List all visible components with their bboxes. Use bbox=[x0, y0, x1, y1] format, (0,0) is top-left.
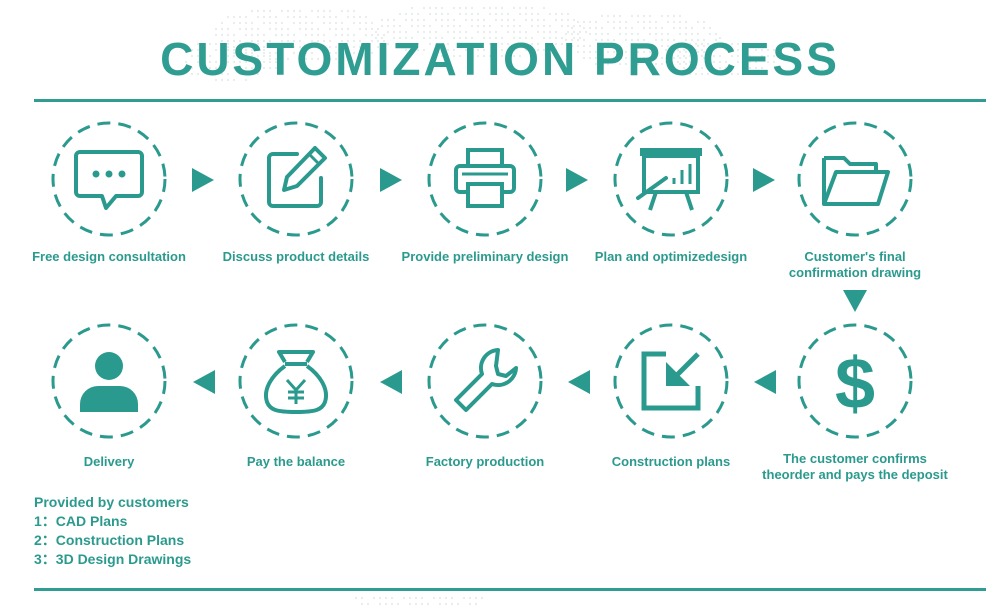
step-2-label: Discuss product details bbox=[222, 249, 370, 264]
step-9-label: Pay the balance bbox=[246, 454, 346, 469]
money-bag-icon bbox=[264, 350, 328, 414]
dashed-ring bbox=[238, 121, 354, 237]
step-5-label-line-1: Customer's final bbox=[804, 249, 906, 264]
provided-item-3: 3：3D Design Drawings bbox=[34, 551, 192, 567]
flow-arrow-left bbox=[754, 370, 776, 394]
step-10-label: Delivery bbox=[83, 454, 135, 469]
flow-arrow-left bbox=[193, 370, 215, 394]
step-6-node: $ bbox=[796, 322, 914, 440]
step-1-label: Free design consultation bbox=[32, 249, 186, 264]
step-7-node bbox=[612, 322, 730, 440]
user-icon bbox=[80, 352, 138, 412]
edit-pencil-icon bbox=[267, 146, 327, 208]
dashed-ring bbox=[797, 323, 913, 439]
page-title: CUSTOMIZATION PROCESS bbox=[160, 33, 840, 85]
step-1-node bbox=[50, 120, 168, 238]
step-4-node bbox=[612, 120, 730, 238]
step-7-label: Construction plans bbox=[611, 454, 731, 469]
dashed-ring bbox=[797, 121, 913, 237]
step-5-label-line-2: confirmation drawing bbox=[788, 265, 922, 280]
dashed-ring bbox=[238, 323, 354, 439]
flow-arrow-down bbox=[843, 290, 867, 312]
folder-icon bbox=[822, 156, 890, 206]
provided-item-2: 2：Construction Plans bbox=[34, 532, 185, 548]
provided-item-1: 1：CAD Plans bbox=[34, 513, 128, 529]
dollar-icon: $ bbox=[835, 344, 875, 420]
flow-arrow-right bbox=[753, 168, 775, 192]
provided-by-customers-list: Provided by customers 1：CAD Plans 2：Cons… bbox=[34, 493, 191, 569]
provided-heading: Provided by customers bbox=[34, 494, 189, 510]
flow-arrow-right bbox=[566, 168, 588, 192]
dashed-ring bbox=[427, 323, 543, 439]
flow-arrow-left bbox=[568, 370, 590, 394]
flow-arrow-right bbox=[380, 168, 402, 192]
step-9-node bbox=[237, 322, 355, 440]
step-6-label-line-2: theorder and pays the deposit bbox=[762, 467, 948, 482]
svg-text:$: $ bbox=[835, 344, 875, 420]
step-3-node bbox=[426, 120, 544, 238]
step-10-node bbox=[50, 322, 168, 440]
bottom-divider bbox=[34, 588, 986, 591]
step-6-label-line-1: The customer confirms bbox=[783, 451, 927, 466]
import-arrow-icon bbox=[641, 351, 701, 411]
step-8-label: Factory production bbox=[425, 454, 545, 469]
printer-icon bbox=[454, 148, 516, 208]
presentation-board-icon bbox=[636, 148, 702, 211]
top-divider bbox=[34, 99, 986, 102]
flow-arrow-left bbox=[380, 370, 402, 394]
dashed-ring bbox=[613, 323, 729, 439]
step-3-label: Provide preliminary design bbox=[401, 249, 569, 264]
dashed-ring bbox=[51, 121, 167, 237]
wrench-icon bbox=[454, 348, 518, 412]
step-4-label: Plan and optimizedesign bbox=[594, 249, 748, 264]
step-2-node bbox=[237, 120, 355, 238]
dashed-ring bbox=[613, 121, 729, 237]
dashed-ring bbox=[51, 323, 167, 439]
step-8-node bbox=[426, 322, 544, 440]
step-5-node bbox=[796, 120, 914, 238]
flow-arrow-right bbox=[192, 168, 214, 192]
chat-bubble-icon bbox=[74, 150, 144, 210]
step-5-label: Customer's final confirmation drawing bbox=[755, 249, 955, 281]
dashed-ring bbox=[427, 121, 543, 237]
step-6-label: The customer confirms theorder and pays … bbox=[755, 451, 955, 483]
